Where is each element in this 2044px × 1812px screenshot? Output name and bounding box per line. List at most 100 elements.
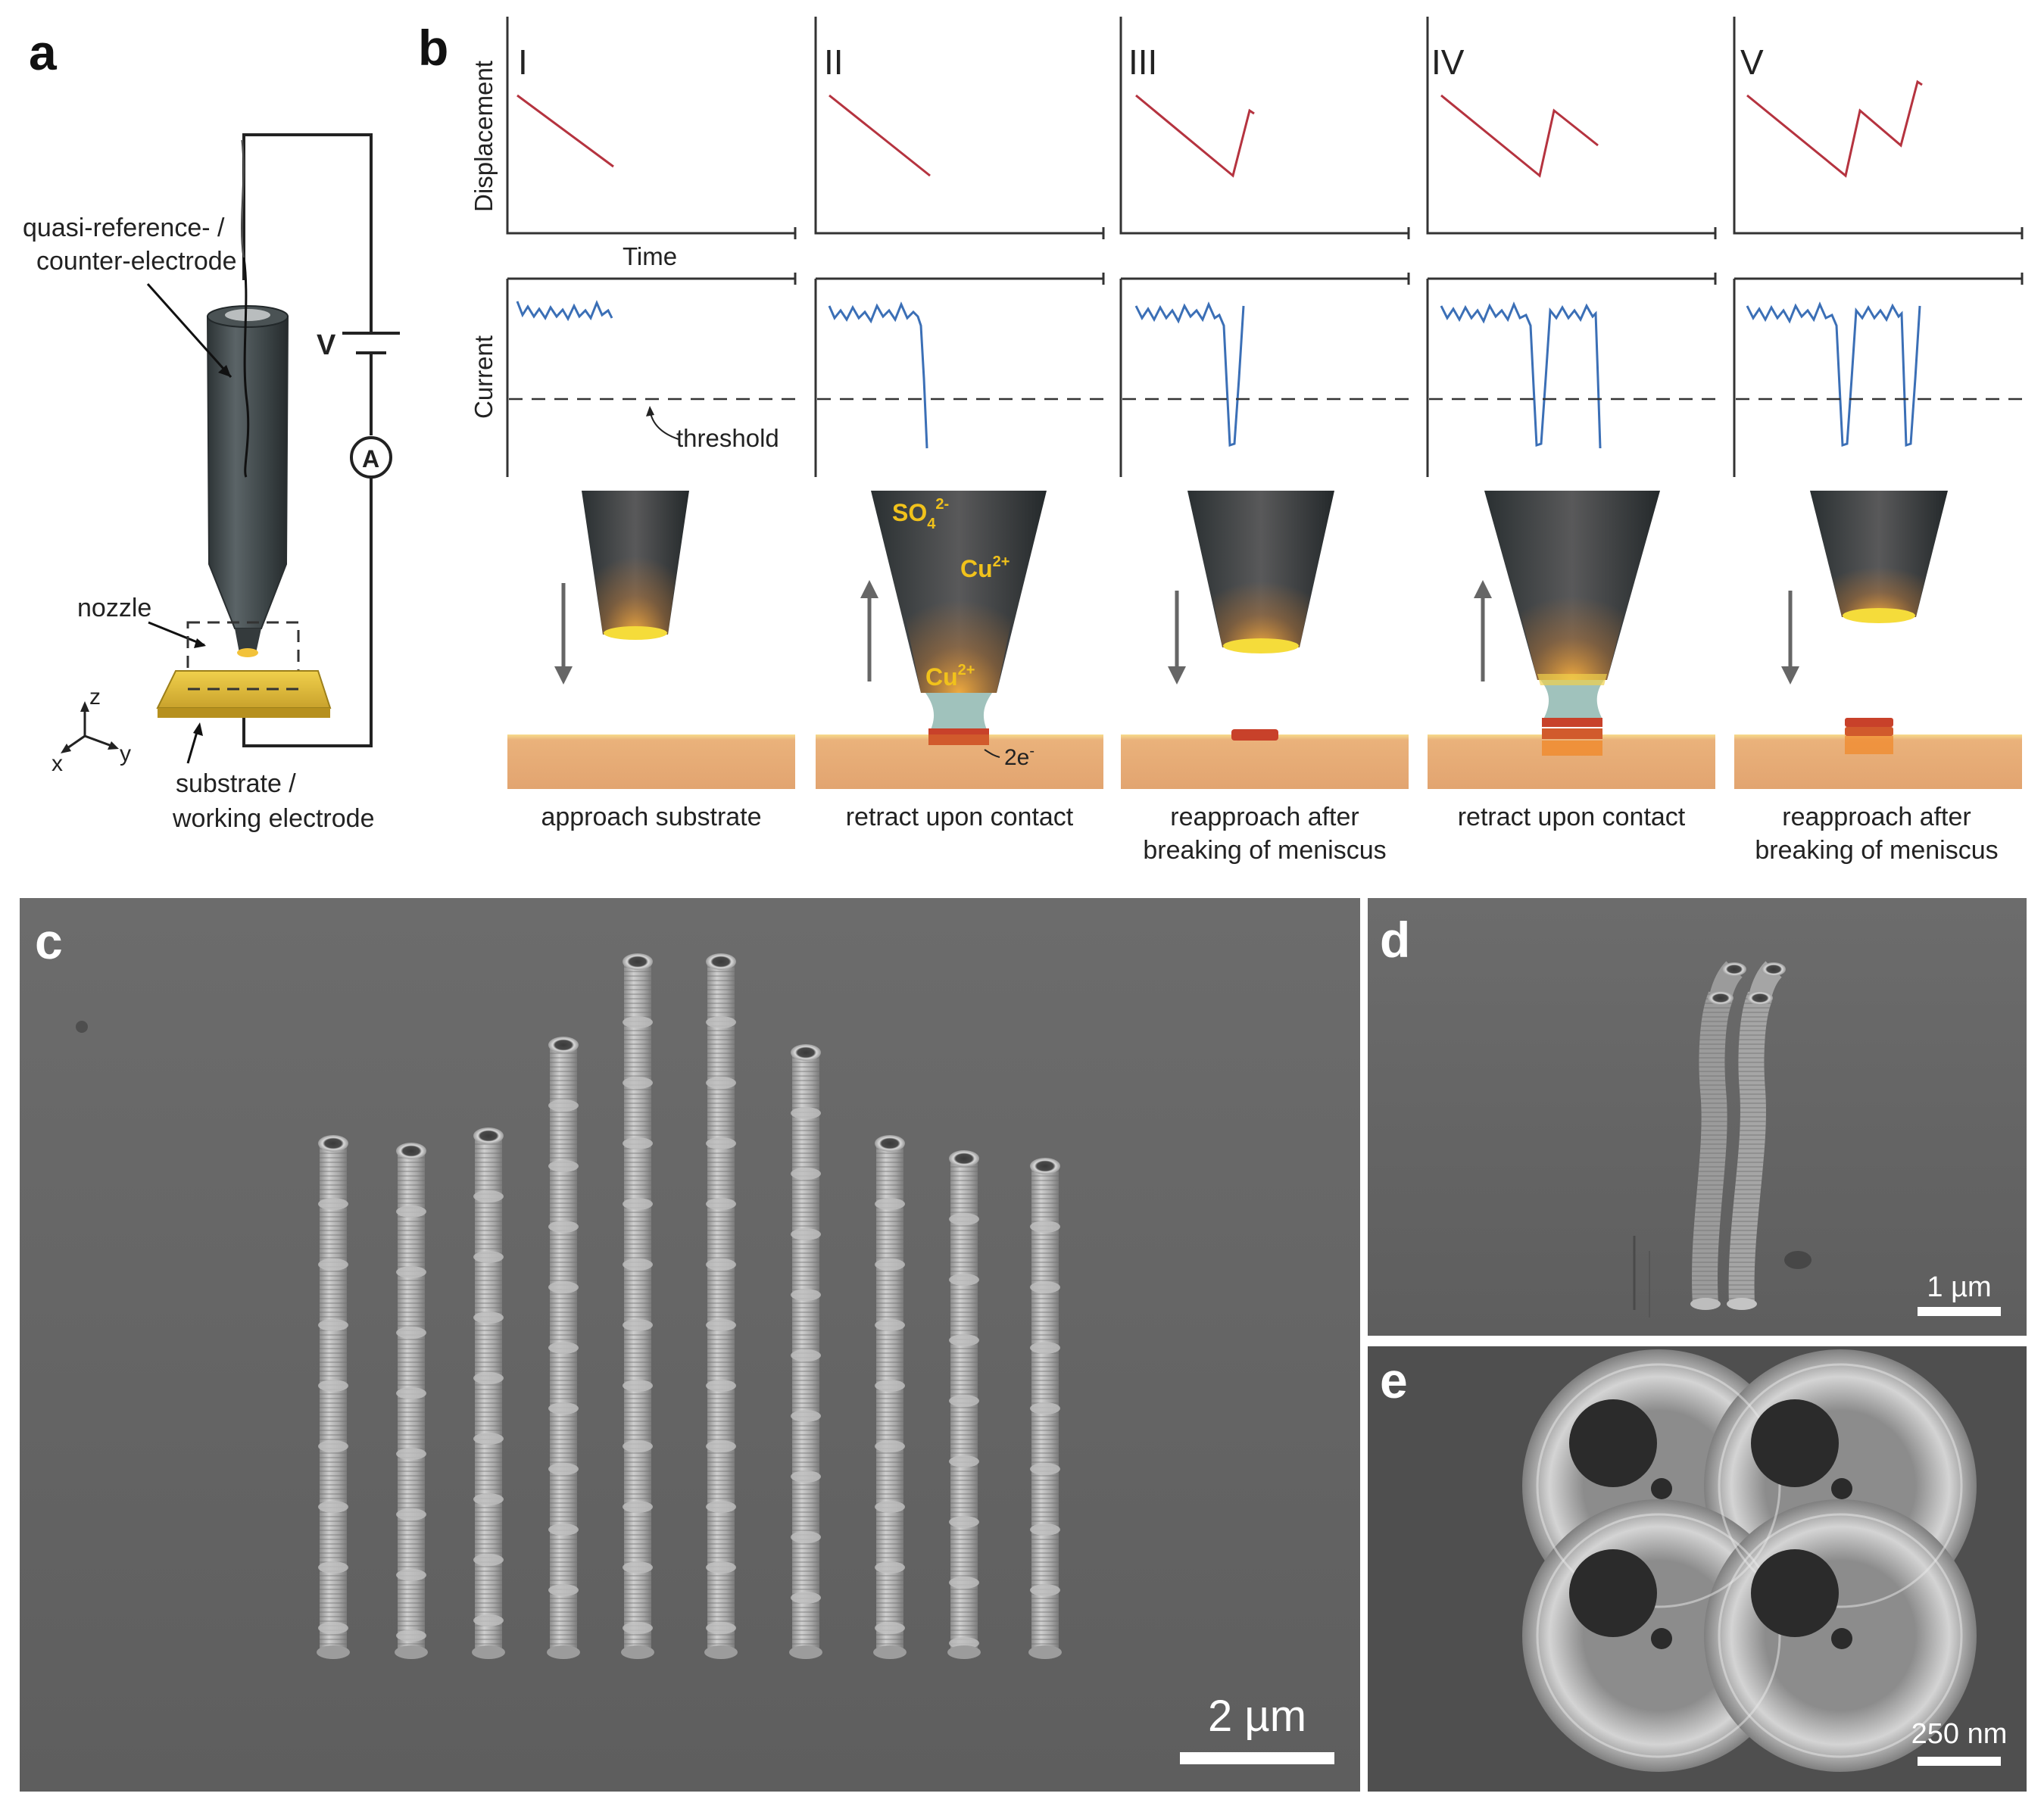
electron-arrow [984,749,1000,758]
scale-bar-label-d: 1 µm [1927,1271,1991,1303]
current-axes [814,273,1105,477]
curved-nanowire-pair [1690,961,1786,1310]
displacement-trace [1746,80,1923,178]
displacement-axes [814,17,1105,239]
step-V: V reapproach after breaking of meniscus [1733,17,2024,865]
pillar-array [317,953,1062,1659]
step-II: II SO42- Cu2+ Cu2+ 2e- [814,17,1105,831]
step-III: III reapproach after breaking of meniscu… [1119,17,1410,865]
sulfate-ion-label: SO42- [892,496,949,532]
circuit-wire [242,133,373,747]
deposit-glow [1845,736,1893,754]
step-IV: IV retract upon contact [1426,17,1717,831]
debris-particle [1784,1251,1812,1269]
pillar-top [949,1150,979,1167]
copper-ion-label: Cu2+ [960,554,1010,582]
coordinate-axes-icon [61,701,119,753]
substrate-block [1121,734,1409,789]
step-caption: retract upon contact [1458,803,1686,831]
substrate-label-line2: working electrode [172,804,374,833]
threshold-label: threshold [676,424,779,452]
deposit-glow [1542,741,1602,756]
nozzle-arrow [148,621,205,647]
copper-ion-label-tip: Cu2+ [925,662,975,691]
step-caption-line2: breaking of meniscus [1143,836,1386,865]
displacement-axes [1119,17,1410,239]
deposit-layer [928,734,989,745]
displacement-axes [506,17,797,239]
step-I: I threshold approach substrate [506,17,797,831]
pillar-top [706,953,736,970]
scale-bar-c [1180,1752,1334,1764]
nozzle-illustration [582,491,689,640]
substrate-block [507,734,795,789]
pillar-top [396,1143,426,1159]
pillar-top [473,1127,504,1144]
panel-e: e 250 nm [1368,1346,2027,1792]
scale-bar-label-e: 250 nm [1911,1718,2008,1750]
axis-z-label: z [89,685,101,710]
step-roman-numeral: II [824,42,844,82]
displacement-trace [829,94,931,177]
current-axes [1426,273,1717,477]
current-trace [516,300,613,322]
debris-particle [76,1021,88,1033]
electrode-label-line2: counter-electrode [36,247,237,276]
axis-x-label: x [51,751,63,776]
step-caption-line1: reapproach after [1782,803,1971,831]
ring-cluster [1522,1349,1977,1772]
displacement-trace [1135,94,1255,178]
nozzle-zoom-box [186,621,300,694]
sem-image-c [20,898,1360,1792]
step-caption: approach substrate [541,803,761,831]
axis-y-label: y [120,741,131,766]
step-roman-numeral: IV [1431,42,1465,82]
nozzle-illustration [1187,491,1334,653]
pillar-top [1030,1158,1060,1174]
pillar-top [548,1037,579,1053]
panel-letter-d: d [1380,912,1410,968]
scale-bar-d [1918,1307,2001,1316]
deposit-layer-2 [1542,718,1602,727]
electrode-arrow [146,283,232,378]
deposit-layer-1 [1542,728,1602,739]
panel-d: d 1 µm [1368,898,2027,1336]
battery-icon [342,332,400,354]
displacement-trace [516,94,614,168]
current-axes [506,273,797,477]
nozzle-illustration [1484,491,1660,719]
panel-letter-c: c [35,913,63,969]
substrate-pad-icon [156,670,332,718]
electrode-label-line1: quasi-reference- / [23,214,225,242]
ammeter-icon: A [350,436,392,479]
deposit-layer-1 [1845,727,1893,736]
electron-label: 2e- [1004,743,1034,770]
panel-letter-b: b [418,20,448,76]
displacement-trace [1440,94,1599,178]
step-roman-numeral: I [518,42,528,82]
displacement-axes [1426,17,1717,239]
nozzle-illustration [1810,491,1948,623]
nozzle-illustration [871,491,1047,789]
step-roman-numeral: V [1740,42,1764,82]
current-axes [1119,273,1410,477]
current-trace [1440,301,1602,449]
panel-letter-a: a [29,24,58,80]
voltage-label: V [317,329,336,361]
pillar-top [791,1044,821,1061]
step-roman-numeral: III [1128,42,1157,82]
step-caption-line2: breaking of meniscus [1755,836,1998,865]
panel-b: b Displacement Current Time I threshold … [418,17,2024,865]
panel-a: a V A quasi-reference- / counter-electro… [23,24,400,833]
displacement-axes [1733,17,2024,239]
step-caption-line1: reapproach after [1170,803,1359,831]
displacement-axis-label: Displacement [470,61,498,212]
deposit-layer [1231,729,1278,741]
pillar-top [623,953,653,970]
pillar-top [318,1135,348,1152]
current-trace [1134,301,1245,448]
ammeter-label: A [362,445,379,472]
scale-bar-label-c: 2 µm [1208,1692,1306,1741]
current-trace [1746,301,1921,448]
